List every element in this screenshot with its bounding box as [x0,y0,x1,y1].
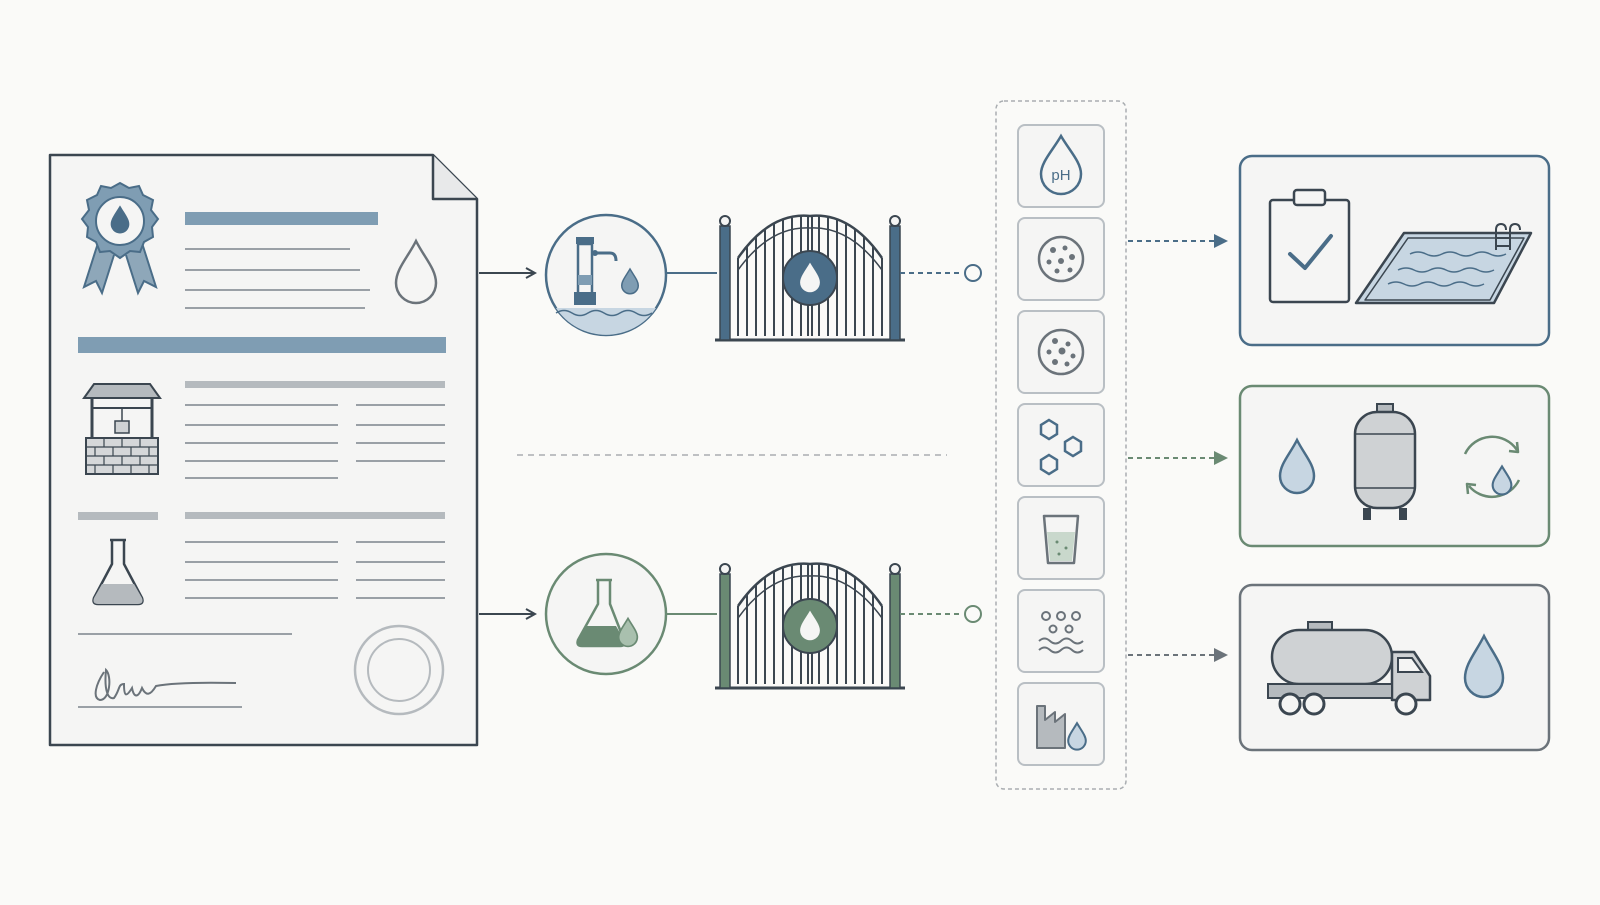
water-glass-icon [1042,514,1080,565]
test-panel [995,100,1127,790]
test-tile-chemicals [1017,403,1105,487]
wishing-well-icon [82,383,162,475]
microbes-icon [1037,328,1085,376]
factory-drop-icon [1036,705,1087,751]
ph-drop-icon: pH [1039,133,1083,196]
test-tile-ph: pH [1017,124,1105,208]
particles-waves-icon [1038,611,1084,654]
swimming-pool-icon [1354,222,1533,305]
recycle-drop-icon [1463,435,1521,499]
title-bar [185,212,378,225]
water-pump-icon [544,213,668,337]
water-gate-icon [715,214,905,342]
flask-icon [92,538,144,606]
clipboard-check-icon [1268,188,1351,304]
outcome-card-delivery [1238,583,1551,752]
certificate-document [48,153,479,747]
test-tile-industrial [1017,682,1105,766]
text-lines [185,248,370,309]
hexagon-molecules-icon [1039,418,1083,476]
outcome-card-tank [1238,384,1551,548]
water-drop-icon [1463,633,1505,699]
water-truck-icon [1267,621,1432,716]
section-bar [78,337,446,353]
stamp-seal-icon [353,624,445,716]
outcome-card-pool [1238,154,1551,347]
ribbon-award-icon [80,181,160,296]
water-drop-icon [1278,437,1316,495]
connector-node [964,605,982,623]
signature [94,667,237,702]
storage-tank-icon [1353,403,1417,520]
water-drop-icon [394,238,438,305]
test-tile-glass [1017,496,1105,580]
data-table-1 [185,381,445,479]
test-tile-particles [1017,589,1105,673]
lab-flask-drop-icon [544,552,668,676]
ph-label: pH [1051,167,1070,184]
water-gate-icon [715,562,905,690]
bacteria-icon [1037,235,1085,283]
connector-node [964,264,982,282]
test-tile-bacteria [1017,217,1105,301]
test-tile-microbes [1017,310,1105,394]
section-label-bar [78,512,158,520]
data-table-2 [185,512,445,599]
